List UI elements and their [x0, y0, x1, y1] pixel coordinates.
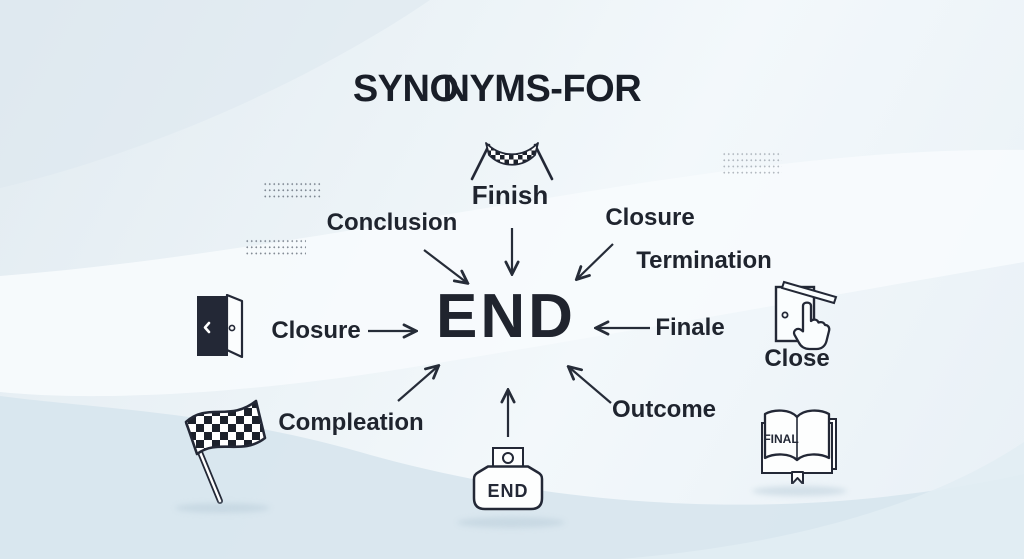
synonym-closure-left: Closure	[271, 317, 361, 344]
badge-shadow	[457, 517, 565, 528]
book-final-text: FINAL	[763, 432, 798, 446]
center-word-end: END	[436, 282, 576, 351]
dots-decoration-left-lower	[245, 238, 306, 256]
title-part2: NYMS-FOR	[442, 68, 642, 110]
wave-top-left	[0, 0, 430, 188]
end-badge-icon: END	[472, 447, 544, 511]
close-sign-caption: Close	[764, 345, 830, 372]
page-title: SYNONYMS-FOR	[352, 68, 642, 111]
open-door-icon	[197, 294, 244, 358]
synonym-finish: Finish	[471, 180, 549, 210]
flag-shadow	[175, 503, 270, 513]
final-book-icon: FINAL	[761, 409, 837, 484]
checkered-flag-icon	[184, 399, 267, 504]
dots-decoration-right	[722, 151, 782, 174]
book-shadow	[752, 486, 847, 496]
badge-end-text: END	[487, 481, 528, 501]
synonym-outcome: Outcome	[611, 396, 717, 423]
wave-bottom-right-light	[620, 442, 1024, 559]
synonym-conclusion: Conclusion	[326, 209, 458, 236]
title-part1: SYNO	[352, 68, 459, 110]
synonym-completion: Compleation	[278, 409, 424, 436]
synonym-closure-top: Closure	[605, 204, 695, 231]
synonym-finale: Finale	[655, 314, 725, 341]
synonym-termination: Termination	[636, 247, 772, 274]
dots-decoration-left-upper	[263, 181, 322, 199]
close-sign-hand-icon	[774, 280, 838, 351]
finish-banner-icon	[470, 142, 554, 181]
